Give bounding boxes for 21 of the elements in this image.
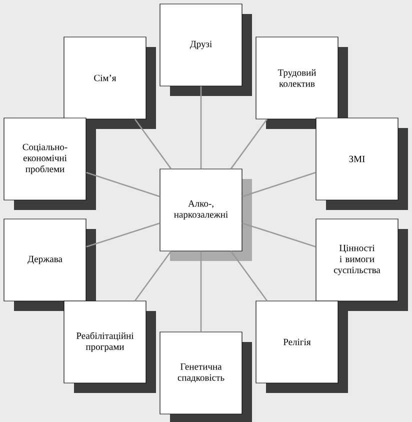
- text-box: Сім’я: [64, 36, 156, 129]
- connector-line: [86, 222, 160, 248]
- text-box: Реабілітаційні програми: [64, 300, 156, 393]
- connector-line: [230, 118, 268, 170]
- connector-line: [200, 86, 202, 169]
- text-box: Трудовий колектив: [256, 36, 348, 129]
- connector-line: [242, 222, 316, 248]
- connector-line: [134, 250, 172, 302]
- connector-line: [200, 251, 202, 332]
- text-box: ЗМІ: [316, 118, 408, 210]
- connector-line: [242, 172, 316, 198]
- text-box: Держава: [4, 218, 96, 311]
- text-box: Друзі: [160, 4, 252, 96]
- text-box: Генетична спадковість: [160, 332, 252, 422]
- connector-line: [230, 250, 268, 302]
- text-box: Соціально-економічні проблеми: [4, 118, 96, 210]
- text-box: Алко-, наркозалежні: [160, 168, 252, 261]
- connector-line: [86, 172, 160, 198]
- text-box: Релігія: [256, 300, 348, 393]
- connector-line: [134, 118, 172, 170]
- text-box: Цінності і вимоги суспільства: [316, 218, 408, 311]
